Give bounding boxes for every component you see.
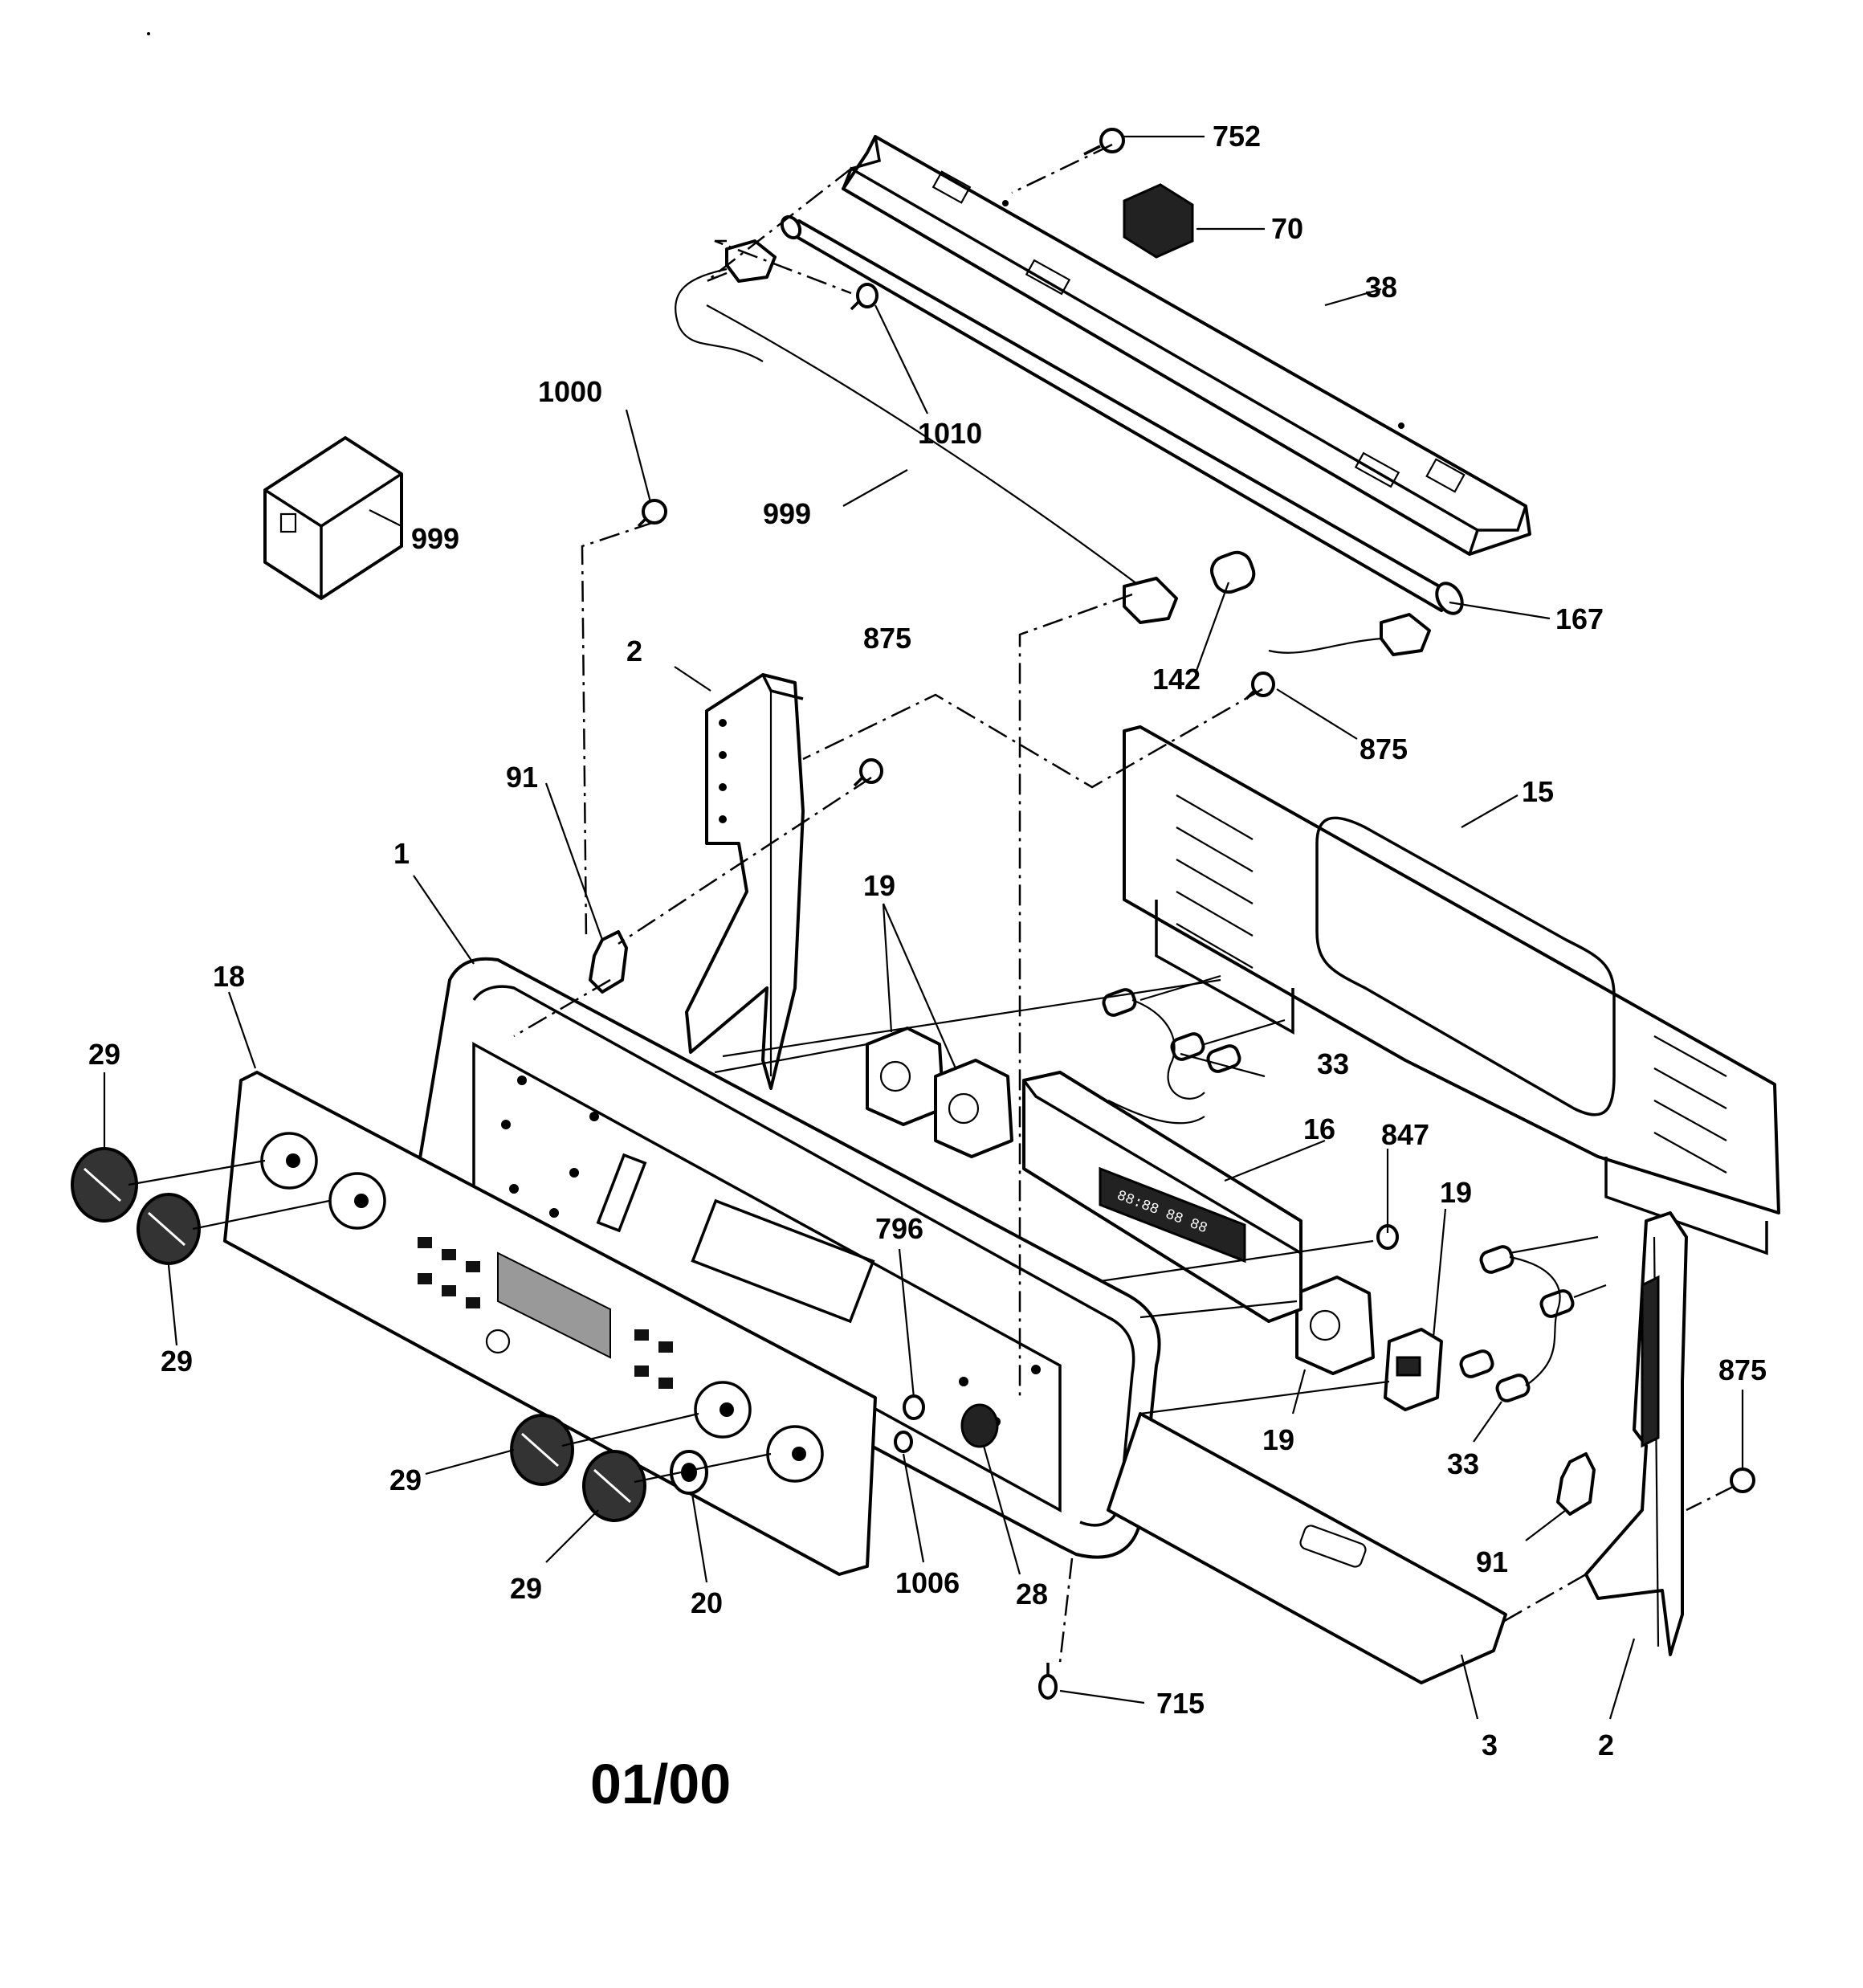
callout-29-bottom: 29	[510, 1572, 542, 1605]
callout-1006: 1006	[895, 1566, 960, 1599]
part-2-left-bracket	[685, 673, 805, 1090]
screw-875-top	[1245, 672, 1275, 700]
callout-15: 15	[1522, 775, 1554, 808]
part-1006-part	[894, 1431, 913, 1453]
part-29-knob-2	[137, 1193, 201, 1265]
screw-752	[1083, 128, 1125, 156]
part-29-knob-1	[71, 1147, 138, 1223]
callout-29-third: 29	[389, 1463, 422, 1496]
callout-1000: 1000	[538, 375, 602, 408]
callout-2-left: 2	[626, 635, 642, 667]
part-142-starter	[1123, 550, 1256, 624]
part-19-switch-2	[934, 1059, 1013, 1158]
wire-harness-999	[706, 304, 1141, 587]
part-91-clip-right	[1556, 1452, 1596, 1516]
screw-1010	[850, 283, 879, 311]
part-18-control-overlay	[223, 1071, 877, 1576]
part-15-back-panel	[1123, 725, 1780, 1255]
lamp-socket-left	[675, 239, 777, 362]
callout-33-upper: 33	[1317, 1047, 1349, 1080]
callout-70: 70	[1271, 212, 1303, 245]
callout-29-top: 29	[88, 1038, 120, 1071]
stray-dot	[147, 32, 150, 35]
callout-999-wire: 999	[763, 497, 811, 530]
screw-875-mid	[853, 758, 883, 787]
callout-167: 167	[1555, 602, 1604, 635]
callout-18: 18	[213, 960, 245, 993]
callout-1: 1	[393, 837, 410, 870]
part-20-ring	[670, 1450, 708, 1495]
callout-3: 3	[1482, 1729, 1498, 1761]
part-29-knob-3	[510, 1414, 574, 1486]
callout-999-box: 999	[411, 522, 459, 555]
callout-29-second: 29	[161, 1345, 193, 1378]
part-29-knob-4	[582, 1450, 646, 1522]
part-2-right-bracket	[1584, 1211, 1688, 1656]
callout-847: 847	[1381, 1118, 1429, 1151]
leader-lines	[103, 135, 1744, 1720]
callout-20: 20	[691, 1586, 723, 1619]
callout-16: 16	[1303, 1112, 1335, 1145]
callout-19-top: 19	[863, 869, 895, 902]
part-33-lamp-holders-upper	[1102, 974, 1286, 1125]
callout-1010: 1010	[918, 417, 982, 450]
callout-752: 752	[1213, 120, 1261, 153]
callout-91-right: 91	[1476, 1545, 1508, 1578]
part-167-fluorescent-tube	[780, 214, 1464, 615]
part-16-display-board: 88:88 88 88	[1022, 1071, 1302, 1323]
callout-19-right: 19	[1440, 1176, 1472, 1209]
part-19-switch-1	[866, 1027, 945, 1126]
callout-796: 796	[875, 1212, 923, 1245]
callout-875-top: 875	[863, 622, 911, 655]
screw-715	[1038, 1663, 1058, 1700]
part-33-lamp-holders-lower	[1459, 1235, 1607, 1402]
lamp-socket-right	[1268, 613, 1431, 656]
callout-875-mid: 875	[1360, 733, 1408, 765]
part-796-part	[903, 1394, 925, 1420]
callout-19-bottom: 19	[1262, 1423, 1294, 1456]
part-28-knob	[960, 1403, 999, 1448]
callout-142: 142	[1152, 663, 1201, 696]
alignment-lines	[128, 143, 1735, 1663]
part-19-rocker-switch	[1384, 1328, 1443, 1411]
date-code: 01/00	[590, 1753, 731, 1815]
callout-715: 715	[1156, 1687, 1205, 1720]
part-999-box	[263, 436, 403, 600]
part-91-clip-left	[589, 930, 628, 994]
callout-875-right: 875	[1718, 1353, 1767, 1386]
callout-91-left: 91	[506, 761, 538, 794]
part-70-pad	[1123, 183, 1194, 259]
callout-28: 28	[1016, 1578, 1048, 1610]
part-38-light-housing	[842, 135, 1531, 556]
part-19-switch-3	[1295, 1276, 1375, 1375]
callout-2-right: 2	[1598, 1729, 1614, 1761]
callout-labels: 752 70 38 1000 1010 999 999 167 142 875 …	[88, 120, 1767, 1761]
screw-875-right	[1730, 1468, 1755, 1493]
callout-33-lower: 33	[1447, 1447, 1479, 1480]
callout-38: 38	[1365, 271, 1397, 304]
